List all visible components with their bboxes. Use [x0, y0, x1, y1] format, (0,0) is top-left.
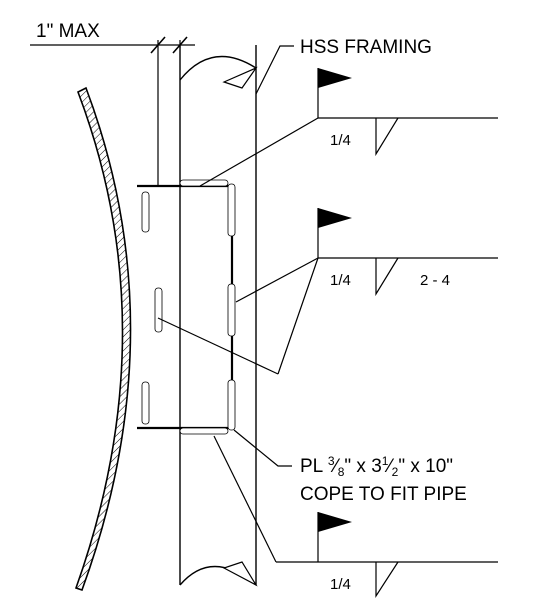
plate — [137, 184, 234, 430]
plate-callout-line2: COPE TO FIT PIPE — [300, 484, 467, 505]
weld-symbol-2 — [157, 208, 498, 375]
weld-bead-left-1 — [141, 191, 150, 233]
dimension-label: 1" MAX — [36, 21, 100, 42]
framing-leader — [255, 45, 294, 95]
weld-symbol-3 — [213, 435, 498, 599]
weld-size-1: 1/4 — [330, 132, 351, 149]
framing-callout: HSS FRAMING — [300, 37, 432, 58]
weld-size-2: 1/4 — [330, 272, 351, 289]
weld-length-pitch-2: 2 - 4 — [420, 272, 450, 289]
plate-callout-line1: PL 3⁄8" x 31⁄2" x 10" — [300, 454, 453, 479]
plate-leader — [233, 429, 292, 467]
weld-bead-bottom — [179, 427, 229, 435]
weld-bead-top — [179, 179, 229, 187]
weld-size-3: 1/4 — [330, 576, 351, 593]
pipe-wall — [74, 86, 132, 592]
hss-break-bottom — [222, 561, 258, 587]
weld-bead-left-2 — [154, 287, 163, 333]
hss-framing-member — [179, 45, 257, 586]
weld-bead-right-1 — [227, 183, 236, 237]
dimension-1in-max — [30, 36, 195, 186]
weld-symbol-1 — [199, 68, 498, 187]
weld-bead-right-3 — [227, 379, 236, 431]
weld-bead-left-3 — [141, 381, 150, 425]
weld-beads — [141, 179, 236, 435]
weld-bead-right-2 — [227, 283, 236, 337]
hss-break-top — [222, 66, 258, 89]
